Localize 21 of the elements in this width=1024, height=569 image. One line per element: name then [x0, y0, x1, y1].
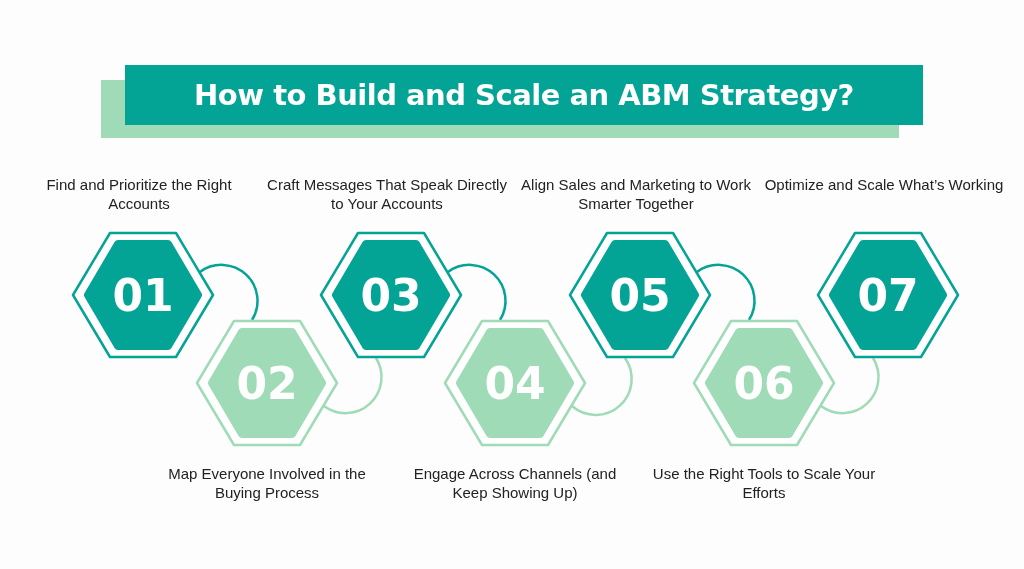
hexagon-step: 05: [569, 232, 711, 358]
hexagon-step: 01: [72, 232, 214, 358]
step-caption: Map Everyone Involved in the Buying Process: [167, 464, 367, 502]
step-caption: Use the Right Tools to Scale Your Efforts: [651, 464, 877, 502]
hexagon-step: 07: [817, 232, 959, 358]
connector-arc: [199, 263, 259, 321]
hexagon-step: 06: [693, 320, 835, 446]
title: How to Build and Scale an ABM Strategy?: [194, 78, 854, 112]
connector-arc: [447, 263, 507, 321]
hexagon-step: 02: [196, 320, 338, 446]
step-caption: Find and Prioritize the Right Accounts: [45, 175, 233, 213]
connector-arc: [571, 357, 633, 417]
hexagon-step: 04: [444, 320, 586, 446]
connector-arc: [696, 263, 756, 321]
step-caption: Optimize and Scale What’s Working: [764, 175, 1004, 194]
hexagon-step: 03: [320, 232, 462, 358]
step-caption: Align Sales and Marketing to Work Smarter Together: [520, 175, 752, 213]
step-caption: Engage Across Channels (and Keep Showing Up): [412, 464, 618, 502]
step-caption: Craft Messages That Speak Directly to Your Accounts: [267, 175, 507, 213]
connector-arc: [323, 357, 383, 415]
connector-arc: [820, 357, 880, 415]
